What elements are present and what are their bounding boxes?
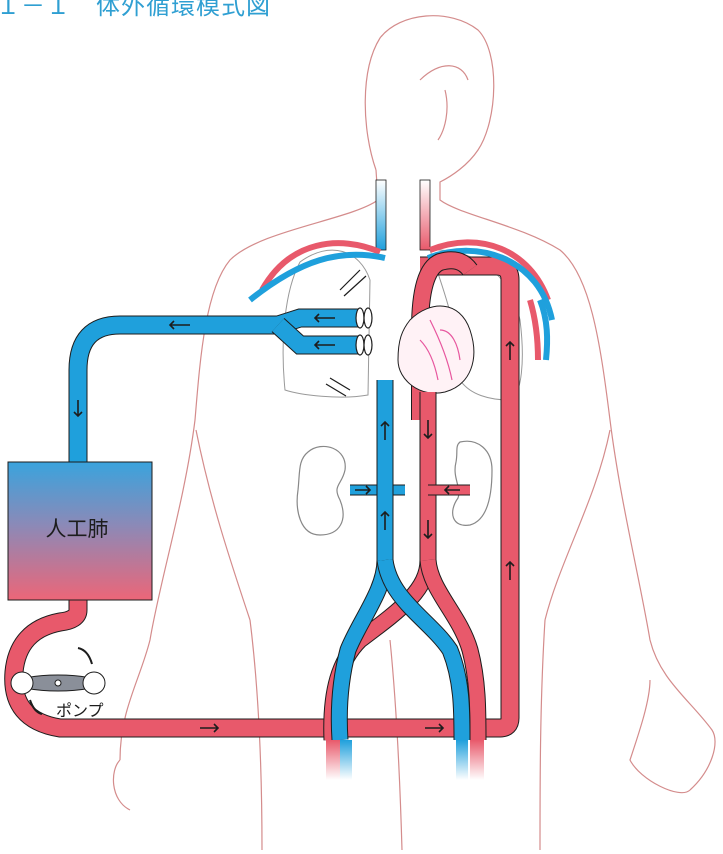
leg-vessels: [326, 740, 484, 780]
venous-drainage-line: [78, 318, 360, 462]
artificial-lung-label: 人工肺: [0, 513, 154, 543]
cannula-clamps: [326, 270, 372, 396]
pump-label: ポンプ: [56, 697, 104, 721]
diagram-title: １－１ 体外循環模式図: [0, 0, 271, 21]
neck-vessels: [376, 180, 430, 250]
vena-cava: [339, 380, 462, 740]
heart: [398, 306, 474, 393]
pump-rotation-arrow-upper: [78, 648, 92, 664]
